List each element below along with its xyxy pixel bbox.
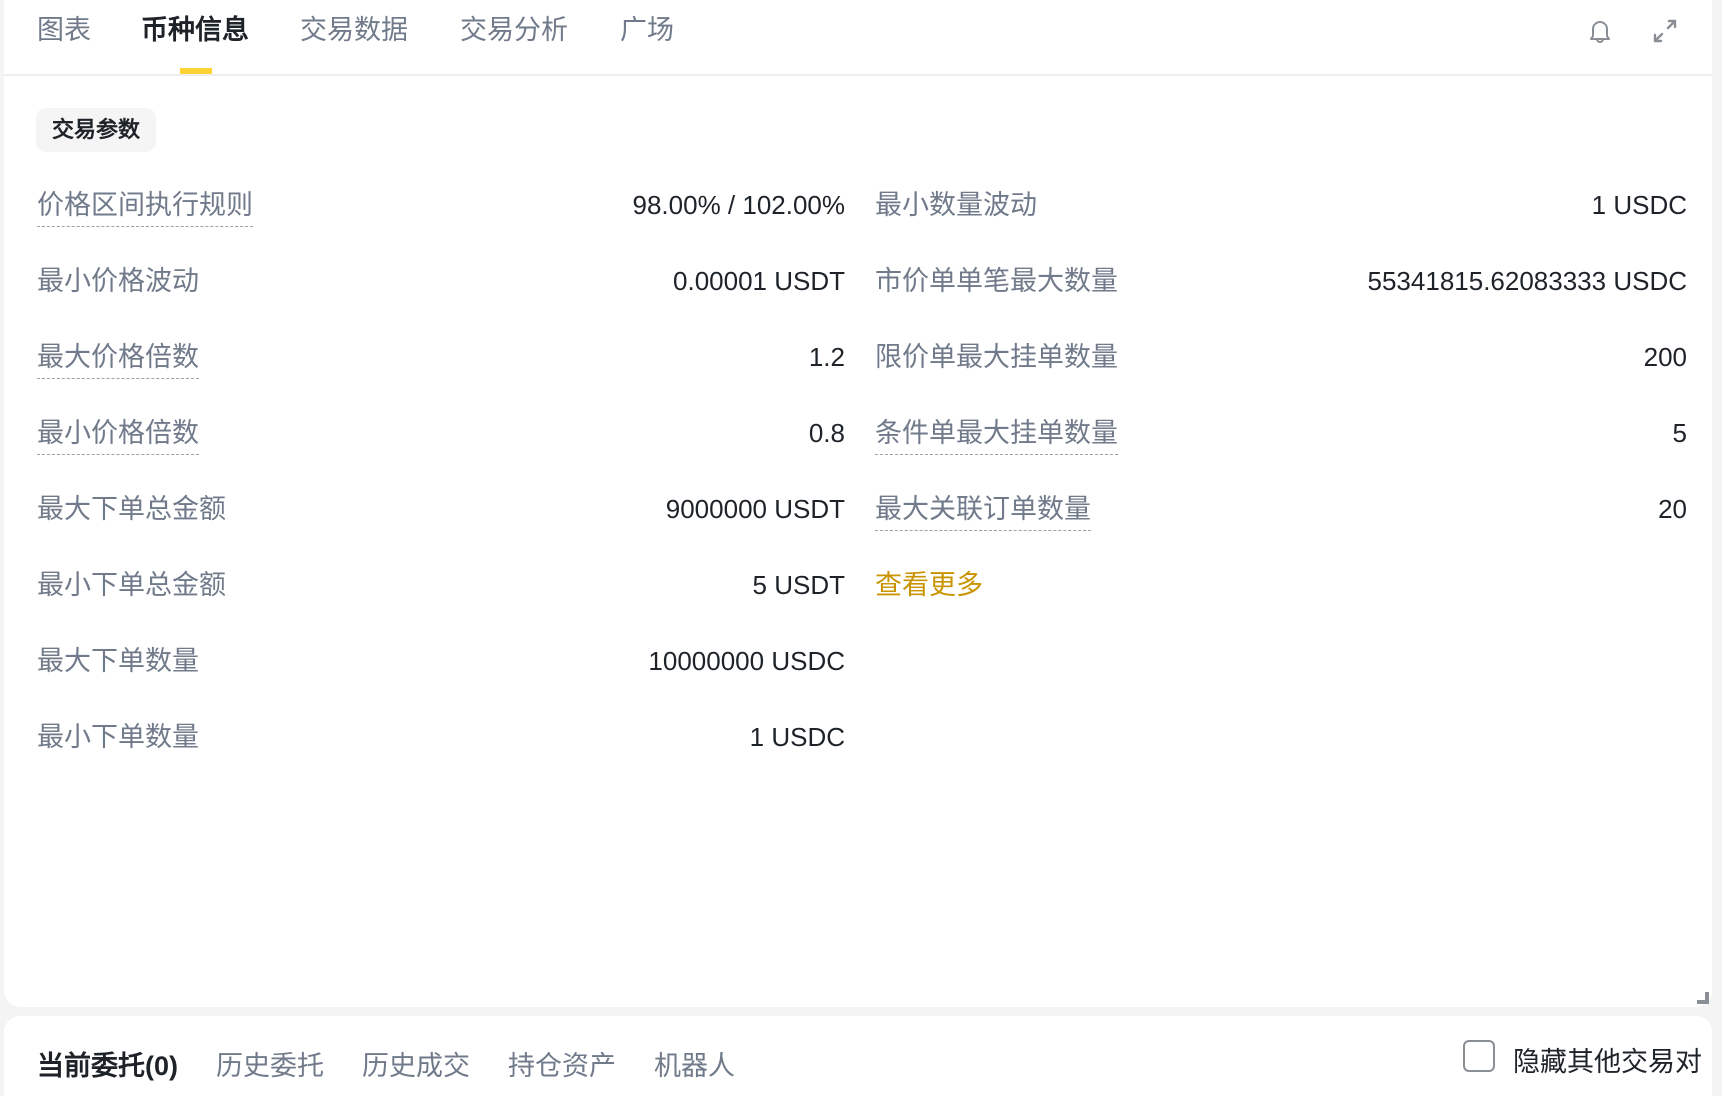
param-label-min-qty-tick: 最小数量波动 xyxy=(875,190,1037,220)
param-value: 0.8 xyxy=(808,418,845,448)
tab-trading-analysis[interactable]: 交易分析 xyxy=(460,15,568,45)
param-value: 98.00% / 102.00% xyxy=(632,190,846,220)
param-row: 最小下单总金额 5 USDT xyxy=(37,562,845,638)
tab-coin-info[interactable]: 币种信息 xyxy=(141,15,249,45)
tab-square[interactable]: 广场 xyxy=(620,15,674,45)
hide-other-pairs-toggle[interactable]: 隐藏其他交易对 xyxy=(1463,1034,1702,1077)
params-left-column: 价格区间执行规则 98.00% / 102.00% 最小价格波动 0.00001… xyxy=(37,182,845,790)
param-row: 最小价格倍数 0.8 xyxy=(37,410,845,486)
param-label-max-order-qty: 最大下单数量 xyxy=(37,646,199,676)
param-value: 10000000 USDC xyxy=(648,646,845,676)
param-row: 市价单单笔最大数量 55341815.62083333 USDC xyxy=(875,258,1687,334)
param-value: 55341815.62083333 USDC xyxy=(1367,266,1687,296)
param-value: 0.00001 USDT xyxy=(673,266,845,296)
param-label-limit-order-max-open: 限价单最大挂单数量 xyxy=(875,342,1118,372)
tab-bar: 图表 币种信息 交易数据 交易分析 广场 xyxy=(4,0,1712,76)
param-row: 最小价格波动 0.00001 USDT xyxy=(37,258,845,334)
param-label-min-order-qty: 最小下单数量 xyxy=(37,722,199,752)
view-more-link[interactable]: 查看更多 xyxy=(875,570,983,600)
param-label-max-order-amount: 最大下单总金额 xyxy=(37,494,226,524)
param-row: 最小下单数量 1 USDC xyxy=(37,714,845,790)
params-right-column: 最小数量波动 1 USDC 市价单单笔最大数量 55341815.6208333… xyxy=(875,182,1687,638)
bell-icon[interactable] xyxy=(1583,14,1617,48)
param-value: 5 xyxy=(1672,418,1687,448)
param-row: 条件单最大挂单数量 5 xyxy=(875,410,1687,486)
section-badge-trading-params: 交易参数 xyxy=(36,108,157,152)
coin-info-panel: 图表 币种信息 交易数据 交易分析 广场 交易参数 价格区间执行规则 98.00… xyxy=(4,0,1712,1007)
param-value: 5 USDT xyxy=(752,570,845,600)
param-row: 最大价格倍数 1.2 xyxy=(37,334,845,410)
param-row: 最大关联订单数量 20 xyxy=(875,486,1687,562)
tab-chart[interactable]: 图表 xyxy=(37,15,91,45)
param-value: 9000000 USDT xyxy=(665,494,845,524)
param-value: 200 xyxy=(1643,342,1687,372)
tab-trading-data[interactable]: 交易数据 xyxy=(300,15,408,45)
param-label-market-order-max-qty: 市价单单笔最大数量 xyxy=(875,266,1118,296)
param-row: 最大下单数量 10000000 USDC xyxy=(37,638,845,714)
resize-handle[interactable] xyxy=(1697,992,1709,1004)
param-label-max-linked-orders[interactable]: 最大关联订单数量 xyxy=(875,491,1091,531)
param-label-min-price-tick: 最小价格波动 xyxy=(37,266,199,296)
hide-other-pairs-label: 隐藏其他交易对 xyxy=(1513,1047,1702,1077)
param-label-min-order-amount: 最小下单总金额 xyxy=(37,570,226,600)
param-value: 1.2 xyxy=(808,342,845,372)
orders-panel: 当前委托(0) 历史委托 历史成交 持仓资产 机器人 隐藏其他交易对 xyxy=(4,1016,1712,1096)
hide-other-pairs-checkbox[interactable] xyxy=(1463,1040,1495,1072)
expand-icon[interactable] xyxy=(1648,14,1682,48)
param-row: 价格区间执行规则 98.00% / 102.00% xyxy=(37,182,845,258)
param-label-min-price-multiplier[interactable]: 最小价格倍数 xyxy=(37,415,199,455)
view-more-row: 查看更多 xyxy=(875,562,1687,638)
active-tab-indicator xyxy=(180,68,212,74)
param-value: 1 USDC xyxy=(749,722,845,752)
param-label-price-range-rule[interactable]: 价格区间执行规则 xyxy=(37,187,253,227)
param-label-conditional-order-max-open[interactable]: 条件单最大挂单数量 xyxy=(875,415,1118,455)
param-label-max-price-multiplier[interactable]: 最大价格倍数 xyxy=(37,339,199,379)
param-value: 1 USDC xyxy=(1591,190,1687,220)
param-value: 20 xyxy=(1658,494,1687,524)
param-row: 限价单最大挂单数量 200 xyxy=(875,334,1687,410)
param-row: 最小数量波动 1 USDC xyxy=(875,182,1687,258)
param-row: 最大下单总金额 9000000 USDT xyxy=(37,486,845,562)
